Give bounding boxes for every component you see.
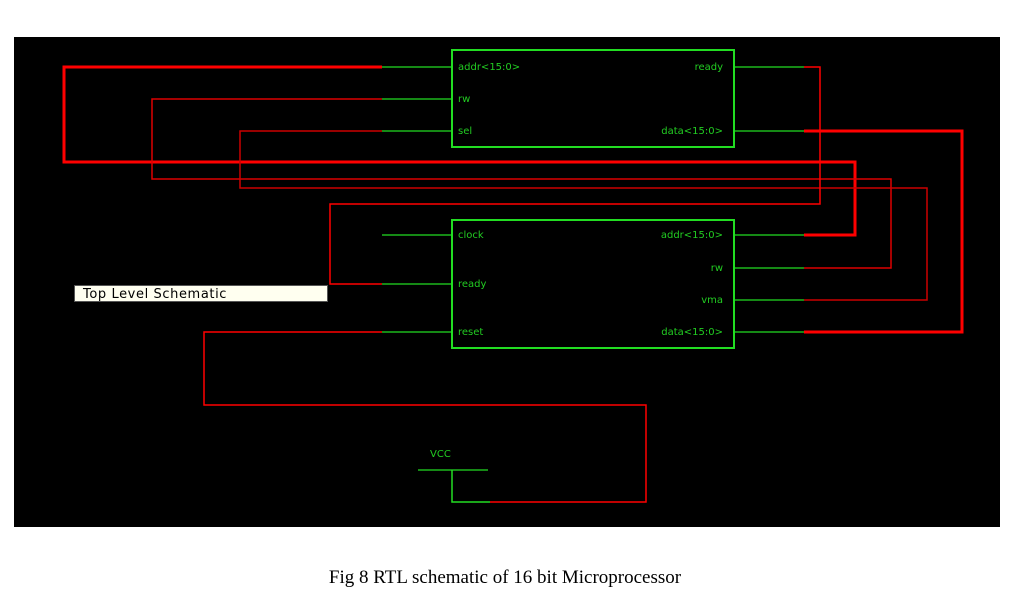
- vcc-symbol[interactable]: VCC: [418, 449, 490, 503]
- cpu-pin-rw: rw: [711, 263, 723, 274]
- wire-vma-sel[interactable]: [239, 130, 928, 301]
- memory-output-stubs: [734, 66, 804, 132]
- cpu-pin-vma: vma: [701, 295, 723, 306]
- figure-caption: Fig 8 RTL schematic of 16 bit Microproce…: [328, 567, 682, 588]
- wire-data-bus[interactable]: [804, 129, 964, 334]
- schematic-svg: VCC addr<15:0> rw sel ready data<15:0> c…: [62, 49, 964, 503]
- vcc-label: VCC: [430, 449, 451, 460]
- memory-pin-rw: rw: [458, 94, 470, 105]
- memory-pin-ready: ready: [695, 62, 724, 73]
- schematic-canvas[interactable]: VCC addr<15:0> rw sel ready data<15:0> c…: [14, 37, 1000, 527]
- memory-pin-addr: addr<15:0>: [458, 62, 520, 73]
- cpu-pin-data: data<15:0>: [661, 327, 723, 338]
- schematic-tooltip: Top Level Schematic: [74, 285, 328, 302]
- wire-reset-vcc[interactable]: [203, 331, 647, 503]
- memory-pin-data: data<15:0>: [661, 126, 723, 137]
- cpu-pin-reset: reset: [458, 327, 483, 338]
- wire-addr-bus[interactable]: [62, 65, 857, 237]
- memory-pin-sel: sel: [458, 126, 472, 137]
- wire-rw[interactable]: [151, 98, 892, 269]
- cpu-output-stubs: [734, 234, 804, 333]
- cpu-pin-ready: ready: [458, 279, 487, 290]
- cpu-pin-addr: addr<15:0>: [661, 230, 723, 241]
- cpu-input-stubs: [382, 234, 452, 333]
- wires: [62, 65, 964, 503]
- cpu-pin-clock: clock: [458, 230, 484, 241]
- wire-ready[interactable]: [329, 66, 821, 285]
- memory-input-stubs: [382, 66, 452, 132]
